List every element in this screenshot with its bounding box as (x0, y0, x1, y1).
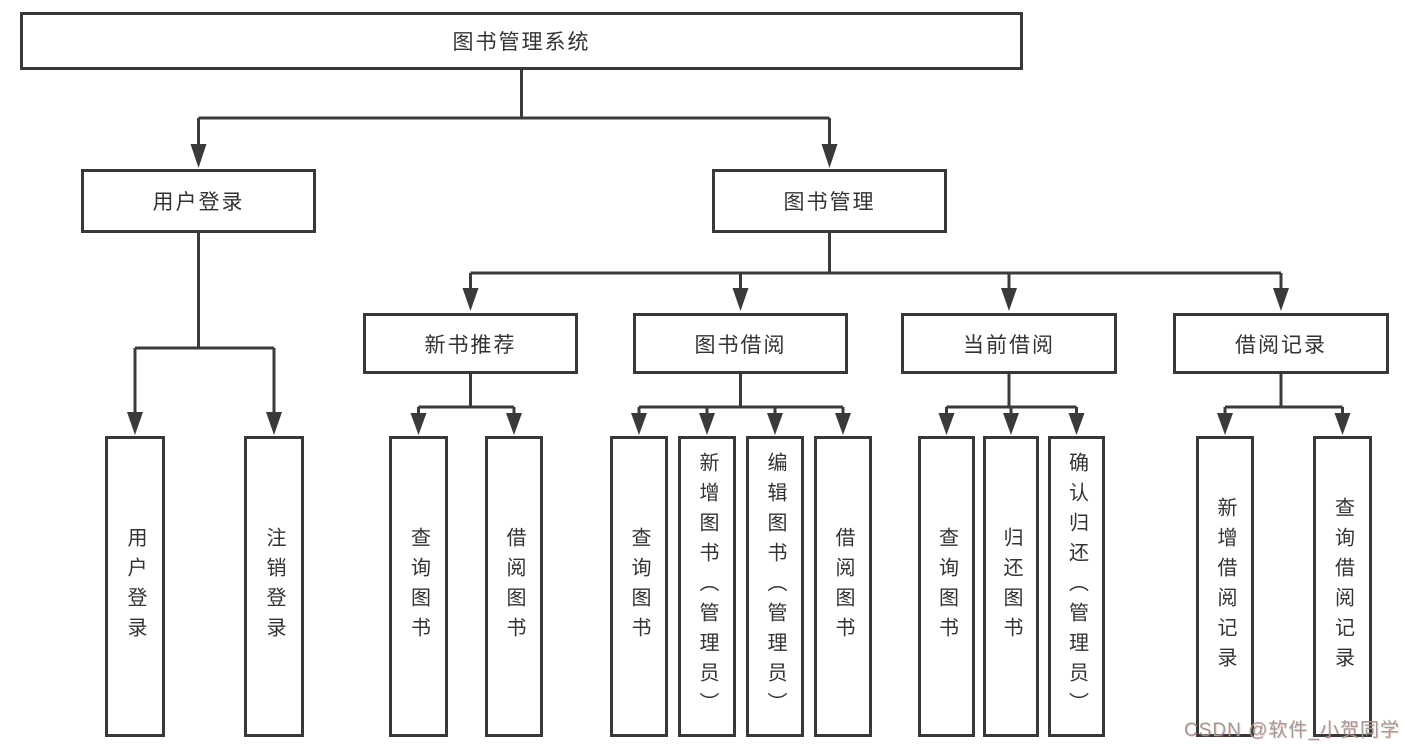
node-current-borrow-label: 当前借阅 (963, 333, 1055, 357)
node-user-login: 用户登录 (81, 169, 316, 233)
edge-user-login-to-leaves (127, 233, 282, 435)
node-user-login-label: 用户登录 (152, 191, 245, 214)
leaf-confirm-return-admin-label: 确认归还（管理员） (1065, 451, 1088, 722)
leaf-edit-book-admin-label: 编辑图书（管理员） (764, 451, 786, 722)
leaf-borrow-book-recommend-label: 借阅图书 (503, 526, 525, 647)
csdn-watermark: CSDN @软件_小贺同学 (1184, 720, 1400, 741)
leaf-query-borrow-record-label: 查询借阅记录 (1331, 496, 1354, 677)
leaf-query-book-recommend: 查询图书 (389, 436, 448, 737)
edge-cur-borrow-to-leaves (938, 374, 1085, 435)
leaf-borrow-book-label: 借阅图书 (832, 526, 854, 647)
node-current-borrow: 当前借阅 (901, 313, 1117, 374)
node-book-borrow: 图书借阅 (633, 313, 848, 374)
leaf-query-book-recommend-label: 查询图书 (407, 526, 430, 647)
node-new-book-recommend-label: 新书推荐 (424, 333, 517, 357)
leaf-borrow-book-recommend: 借阅图书 (485, 436, 543, 737)
leaf-query-book-current-label: 查询图书 (935, 526, 958, 647)
node-borrow-records: 借阅记录 (1173, 313, 1389, 374)
leaf-add-book-admin: 新增图书（管理员） (678, 436, 736, 737)
node-book-management-label: 图书管理 (783, 191, 876, 214)
node-book-borrow-label: 图书借阅 (694, 333, 787, 357)
leaf-user-login: 用户登录 (105, 436, 165, 737)
leaf-query-book-borrow-label: 查询图书 (628, 526, 650, 647)
edge-records-to-leaves (1217, 374, 1351, 435)
leaf-add-book-admin-label: 新增图书（管理员） (696, 451, 718, 722)
node-root-system: 图书管理系统 (20, 12, 1023, 70)
leaf-add-borrow-record-label: 新增借阅记录 (1214, 496, 1236, 677)
node-root-label: 图书管理系统 (452, 31, 591, 54)
leaf-user-login-label: 用户登录 (124, 526, 146, 647)
leaf-query-book-borrow: 查询图书 (610, 436, 668, 737)
leaf-logout: 注销登录 (244, 436, 304, 737)
edge-book-borrow-to-leaves (631, 374, 851, 435)
edge-new-book-to-leaves (410, 374, 522, 435)
leaf-borrow-book: 借阅图书 (814, 436, 872, 737)
leaf-return-book-label: 归还图书 (1000, 526, 1022, 647)
leaf-query-borrow-record: 查询借阅记录 (1313, 436, 1372, 737)
leaf-logout-label: 注销登录 (263, 526, 285, 647)
node-borrow-records-label: 借阅记录 (1235, 333, 1327, 357)
leaf-edit-book-admin: 编辑图书（管理员） (746, 436, 804, 737)
edge-book-mgmt-to-level3 (462, 233, 1289, 311)
edge-root-to-level2 (190, 70, 838, 168)
leaf-confirm-return-admin: 确认归还（管理员） (1048, 436, 1105, 737)
node-new-book-recommend: 新书推荐 (363, 313, 578, 374)
leaf-return-book: 归还图书 (983, 436, 1039, 737)
node-book-management: 图书管理 (712, 169, 947, 233)
leaf-query-book-current: 查询图书 (918, 436, 975, 737)
leaf-add-borrow-record: 新增借阅记录 (1196, 436, 1254, 737)
